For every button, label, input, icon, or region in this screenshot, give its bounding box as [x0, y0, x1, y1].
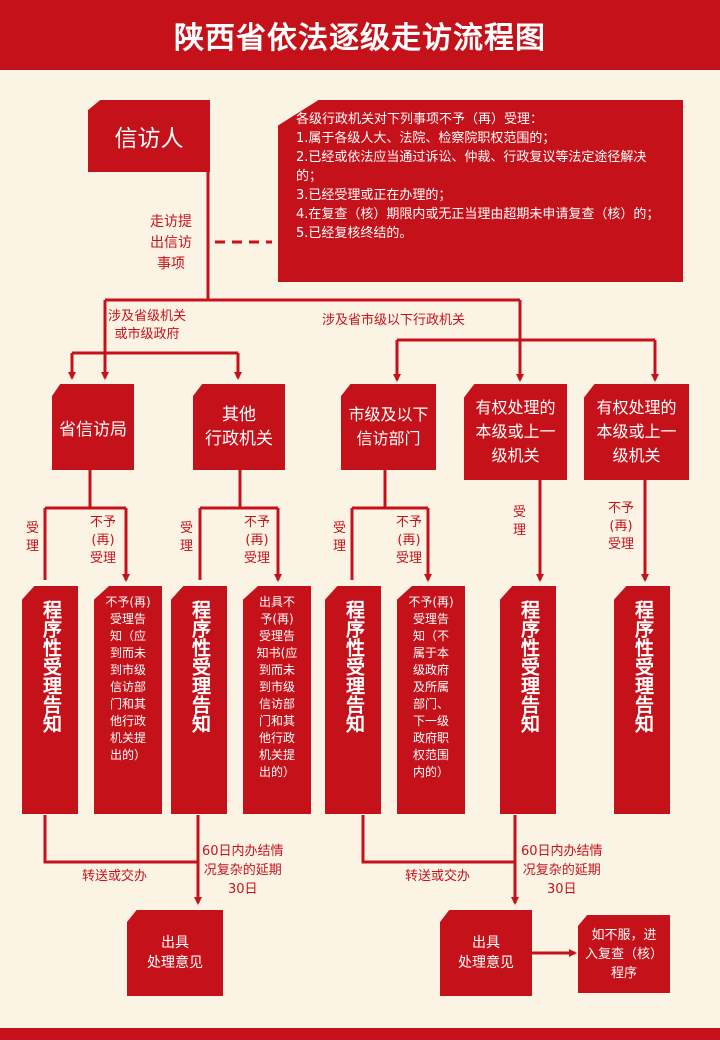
- reject-label-1: 不予 (再) 受理: [90, 515, 117, 566]
- accept-notice-5-text: 程序性受理告知: [632, 600, 654, 733]
- notice-heading: 各级行政机关对下列事项不予（再）受理：: [296, 112, 544, 127]
- merge-right: [361, 815, 515, 864]
- opinion-1-label: 出具 处理意见: [147, 935, 203, 971]
- review-box: 如不服，进 入复查（核） 程序: [578, 915, 670, 993]
- accept-label-4: 受 理: [513, 505, 527, 538]
- other-admin-organ: 其他 行政机关: [193, 384, 285, 470]
- reject-notice-2: 出具不 予(再) 受理告 知书(应 到而未 到市级 信访部 门和其 他行政 机关…: [243, 586, 311, 814]
- deadline-label-1: 60日内办结情 况复杂的延期 30日: [202, 844, 284, 897]
- reject-notice-1: 不予(再) 受理告 知（应 到而未 到市级 信访部 门和其 他行政 机关提 出的…: [94, 586, 162, 814]
- notice-item-3: 3.已经受理或正在办理的；: [296, 188, 452, 203]
- accept-notice-2: 程序性受理告知: [171, 586, 227, 814]
- accept-notice-4: 程序性受理告知: [500, 586, 556, 814]
- authorized-1-label: 有权处理的 本级或上一 级机关: [475, 398, 556, 465]
- opinion-2-label: 出具 处理意见: [458, 935, 514, 971]
- accept-notice-5: 程序性受理告知: [614, 586, 670, 814]
- split-col2: [198, 470, 278, 580]
- accept-notice-3-text: 程序性受理告知: [343, 600, 365, 733]
- deadline-label-2: 60日内办结情 况复杂的延期 30日: [521, 844, 603, 897]
- provincial-petition-label: 省信访局: [59, 419, 127, 440]
- branch-municipal-label: 涉及省市级以下行政机关: [322, 313, 466, 328]
- petitioner-label: 信访人: [114, 126, 184, 152]
- authorized-organ-2: 有权处理的 本级或上一 级机关: [584, 384, 689, 480]
- authorized-organ-1: 有权处理的 本级或上一 级机关: [464, 384, 567, 480]
- merge-left: [43, 815, 198, 864]
- title-banner: 陕西省依法逐级走访流程图: [0, 0, 720, 70]
- bottom-bar: [0, 1028, 720, 1040]
- opinion-box-1: 出具 处理意见: [127, 910, 223, 996]
- accept-notice-2-text: 程序性受理告知: [189, 600, 211, 733]
- non-acceptance-notice: 各级行政机关对下列事项不予（再）受理： 1.属于各级人大、法院、检察院职权范围的…: [278, 100, 683, 282]
- forward-label-1: 转送或交办: [82, 869, 148, 884]
- notice-item-1: 1.属于各级人大、法院、检察院职权范围的；: [296, 131, 556, 146]
- notice-item-5: 5.已经复核终结的。: [296, 226, 413, 241]
- other-admin-label: 其他 行政机关: [205, 405, 273, 449]
- accept-notice-3: 程序性受理告知: [325, 586, 381, 814]
- branch-provincial-label: 涉及省级机关 或市级政府: [108, 309, 187, 342]
- forward-label-2: 转送或交办: [405, 869, 471, 884]
- accept-label-2: 受 理: [180, 521, 194, 554]
- accept-notice-4-text: 程序性受理告知: [518, 600, 540, 733]
- accept-label-3: 受 理: [333, 521, 347, 554]
- submit-label: 走访提 出信访 事项: [150, 214, 192, 272]
- accept-notice-1: 程序性受理告知: [22, 586, 78, 814]
- accept-label-1: 受 理: [26, 521, 40, 554]
- authorized-2-label: 有权处理的 本级或上一 级机关: [596, 398, 677, 465]
- accept-notice-1-text: 程序性受理告知: [40, 600, 62, 733]
- split-col1: [43, 470, 126, 580]
- reject-label-2: 不予 (再) 受理: [244, 515, 271, 566]
- notice-item-2: 2.已经或依法应当通过诉讼、仲裁、行政复议等法定途径解决的；: [296, 150, 647, 184]
- reject-label-4: 不予 (再) 受理: [608, 501, 635, 552]
- reject-label-3: 不予 (再) 受理: [396, 515, 423, 566]
- notice-item-4: 4.在复查（核）期限内或无正当理由超期未申请复查（核）的；: [296, 207, 660, 222]
- provincial-petition-bureau: 省信访局: [52, 384, 134, 470]
- split-col3: [350, 470, 428, 580]
- page-title: 陕西省依法逐级走访流程图: [174, 21, 546, 56]
- opinion-box-2: 出具 处理意见: [440, 910, 532, 996]
- reject-notice-3: 不予(再) 受理告 知（不 属于本 级政府 及所属 部门、 下一级 政府职 权范…: [397, 586, 465, 814]
- review-label: 如不服，进 入复查（核） 程序: [584, 927, 663, 981]
- city-petition-dept: 市级及以下 信访部门: [341, 384, 436, 470]
- petitioner-box: 信访人: [88, 100, 210, 172]
- city-petition-label: 市级及以下 信访部门: [348, 405, 429, 448]
